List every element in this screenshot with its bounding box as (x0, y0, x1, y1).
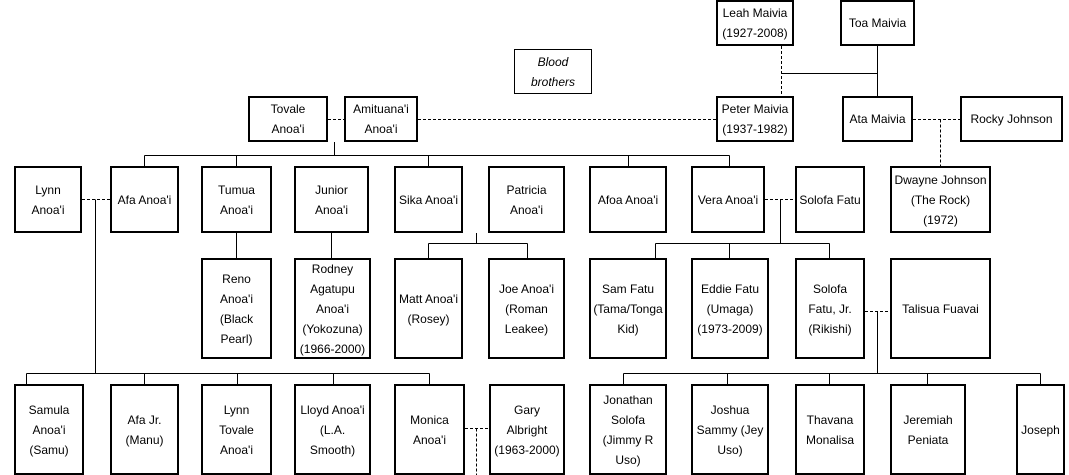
person-monica-anoai: Monica Anoa'i (394, 384, 465, 475)
person-reno-anoai: Reno Anoa'i (Black Pearl) (201, 258, 272, 359)
person-amituanai-anoai: Amituana'i Anoa'i (344, 96, 418, 142)
person-lynn-anoai: Lynn Anoa'i (14, 166, 82, 233)
person-dwayne-johnson: Dwayne Johnson (The Rock) (1972) (890, 166, 991, 233)
person-leah-maivia: Leah Maivia (1927-2008) (716, 0, 794, 46)
person-toa-maivia: Toa Maivia (840, 0, 915, 46)
person-jonathan-solofa: Jonathan Solofa (Jimmy R Uso) (589, 384, 667, 475)
person-junior-anoai: Junior Anoa'i (294, 166, 369, 233)
person-thavana-monalisa: Thavana Monalisa (795, 384, 865, 475)
person-peter-maivia: Peter Maivia (1937-1982) (716, 96, 794, 142)
person-rocky-johnson: Rocky Johnson (960, 96, 1063, 142)
person-sam-fatu: Sam Fatu (Tama/Tonga Kid) (589, 258, 667, 359)
person-vera-anoai: Vera Anoa'i (691, 166, 765, 233)
person-joseph: Joseph (1016, 384, 1065, 475)
person-gary-albright: Gary Albright (1963-2000) (489, 384, 565, 475)
person-talisua-fuavai: Talisua Fuavai (890, 258, 991, 359)
person-lynn-tovale-anoai: Lynn Tovale Anoa'i (201, 384, 272, 475)
person-eddie-fatu: Eddie Fatu (Umaga) (1973-2009) (691, 258, 769, 359)
person-tovale-anoai: Tovale Anoa'i (248, 96, 328, 142)
person-lloyd-anoai: Lloyd Anoa'i (L.A. Smooth) (294, 384, 371, 475)
person-afoa-anoai: Afoa Anoa'i (589, 166, 667, 233)
blood-brothers-note: Blood brothers (514, 49, 592, 94)
person-sika-anoai: Sika Anoa'i (394, 166, 463, 233)
person-afa-anoai: Afa Anoa'i (110, 166, 179, 233)
person-joe-anoai: Joe Anoa'i (Roman Leakee) (488, 258, 565, 359)
person-matt-anoai: Matt Anoa'i (Rosey) (394, 258, 463, 359)
person-afa-jr: Afa Jr. (Manu) (110, 384, 179, 475)
person-jeremiah-peniata: Jeremiah Peniata (890, 384, 966, 475)
person-samula-anoai: Samula Anoa'i (Samu) (14, 384, 84, 475)
person-solofa-fatu-jr: Solofa Fatu, Jr. (Rikishi) (795, 258, 865, 359)
person-patricia-anoai: Patricia Anoa'i (488, 166, 565, 233)
person-joshua-sammy: Joshua Sammy (Jey Uso) (691, 384, 769, 475)
person-solofa-fatu: Solofa Fatu (795, 166, 865, 233)
person-tumua-anoai: Tumua Anoa'i (201, 166, 272, 233)
person-rodney-anoai: Rodney Agatupu Anoa'i (Yokozuna) (1966-2… (294, 258, 371, 359)
person-ata-maivia: Ata Maivia (842, 96, 913, 142)
